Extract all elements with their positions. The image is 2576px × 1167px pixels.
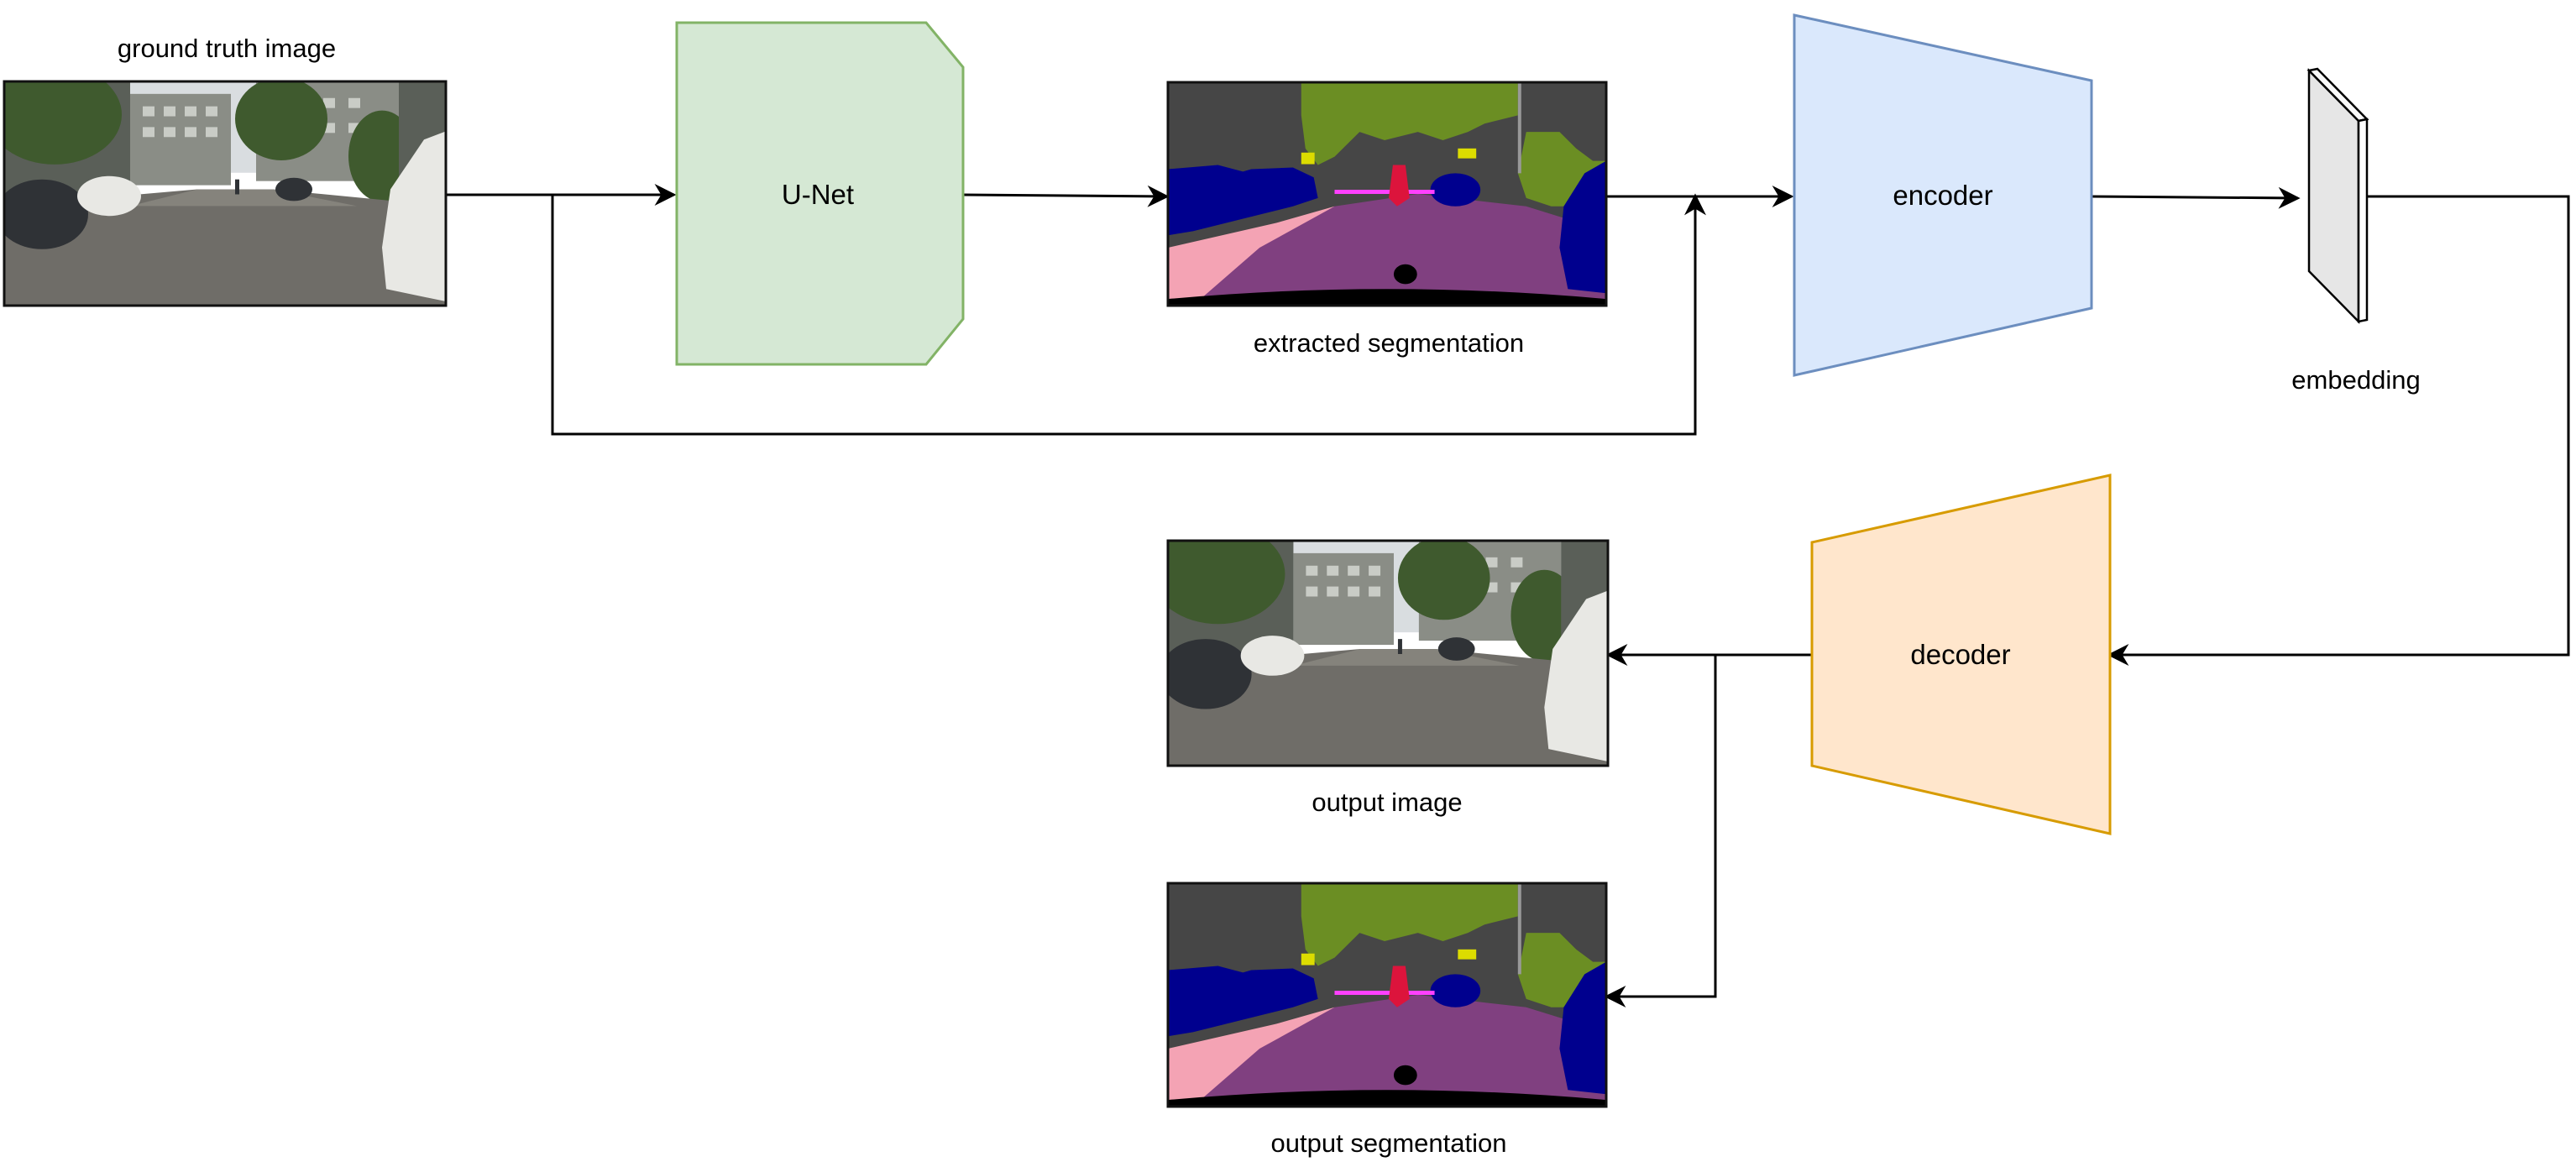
encoder-label: encoder (1893, 180, 1992, 211)
arrow-unet-to-seg (962, 185, 1170, 207)
ground-truth-node: ground truth image (3, 34, 448, 307)
embedding-caption: embedding (2291, 365, 2420, 395)
output-segmentation-image (1168, 883, 1606, 1107)
arrow-encoder-to-embedding (2091, 186, 2301, 209)
output-image (1168, 541, 1608, 766)
unet-shape (675, 21, 965, 366)
extracted-segmentation-image (1168, 82, 1606, 306)
decoder-shape (1810, 474, 2112, 835)
encoder-node: encoder (1793, 13, 2093, 377)
decoder-label: decoder (1910, 639, 2010, 670)
unet-node: U-Net (675, 21, 965, 366)
skip-connection (551, 193, 1706, 436)
embedding-side (2357, 118, 2369, 323)
output-image-caption: output image (1312, 788, 1462, 817)
encoder-shape (1793, 13, 2093, 377)
extracted-segmentation-caption: extracted segmentation (1254, 328, 1524, 358)
output-segmentation-node: output segmentation (1166, 882, 1608, 1158)
extracted-segmentation-node: extracted segmentation (1166, 81, 1608, 358)
decoder-node: decoder (1810, 474, 2112, 835)
connectors (446, 184, 2570, 1007)
output-image-node: output image (1166, 539, 1610, 817)
arrow-embedding-to-decoder (2107, 195, 2570, 666)
unet-label: U-Net (782, 179, 854, 210)
output-segmentation-caption: output segmentation (1271, 1128, 1507, 1158)
ground-truth-image (4, 81, 446, 306)
embedding-node: embedding (2291, 67, 2421, 395)
arrow-decoder-to-output-seg (1604, 655, 1717, 1007)
ground-truth-caption: ground truth image (118, 34, 336, 63)
